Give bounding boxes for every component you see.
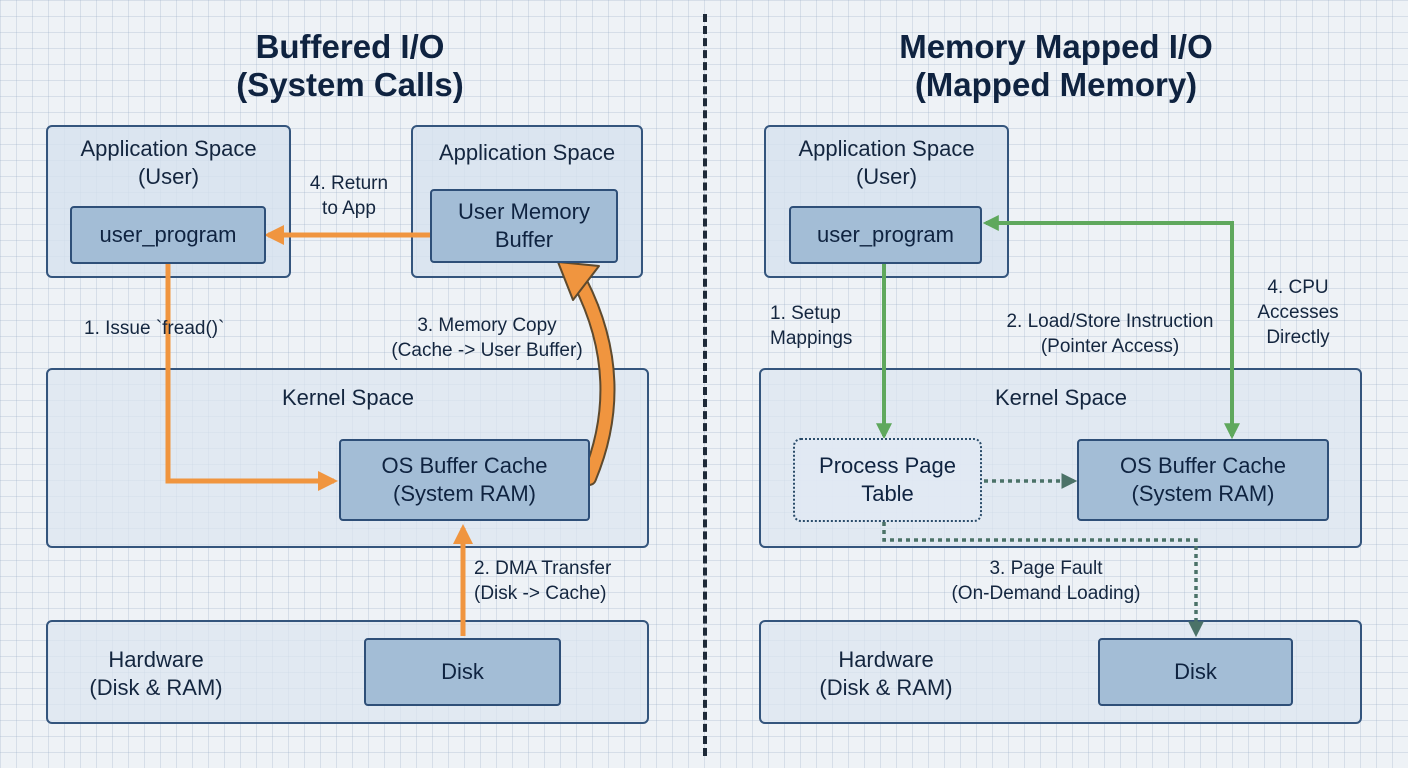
left-kernel-space-label: Kernel Space	[281, 385, 415, 410]
arrow-issue-fread	[165, 263, 338, 491]
label-setup-mappings: 1. Setup Mappings	[770, 303, 853, 349]
section-divider	[703, 14, 707, 756]
arrow-memory-copy-head	[557, 261, 600, 301]
label-page-fault: 3. Page Fault (On-Demand Loading)	[951, 558, 1141, 604]
right-kernel-space-label: Kernel Space	[994, 385, 1128, 410]
left-disk-node: Disk	[364, 638, 561, 706]
process-page-table-node: Process Page Table	[793, 438, 982, 522]
label-cpu-access: 4. CPU Accesses Directly	[1257, 277, 1339, 348]
right-os-buffer-cache-node: OS Buffer Cache (System RAM)	[1077, 439, 1329, 521]
title-buffered-io: Buffered I/O (System Calls)	[236, 28, 464, 103]
right-app-space-user-label: Application Space (User)	[798, 136, 975, 189]
right-user-program-node: user_program	[789, 206, 982, 264]
right-disk-node: Disk	[1098, 638, 1293, 706]
right-hardware-label: Hardware (Disk & RAM)	[819, 647, 953, 700]
title-memory-mapped-io: Memory Mapped I/O (Mapped Memory)	[899, 28, 1213, 103]
label-load-store: 2. Load/Store Instruction (Pointer Acces…	[1006, 311, 1214, 357]
label-dma-transfer: 2. DMA Transfer (Disk -> Cache)	[474, 558, 612, 604]
label-return-to-app: 4. Return to App	[309, 173, 389, 219]
left-hardware-label: Hardware (Disk & RAM)	[89, 647, 223, 700]
left-os-buffer-cache-node: OS Buffer Cache (System RAM)	[339, 439, 590, 521]
label-issue-fread: 1. Issue `fread()`	[84, 318, 225, 339]
left-user-program-node: user_program	[70, 206, 266, 264]
arrow-page-fault	[882, 522, 1204, 638]
arrow-cpu-access-to-program	[982, 215, 1234, 374]
user-memory-buffer-node: User Memory Buffer	[430, 189, 618, 263]
left-app-space-user-label: Application Space (User)	[80, 136, 257, 189]
label-memory-copy: 3. Memory Copy (Cache -> User Buffer)	[391, 315, 583, 361]
left-app-space-label: Application Space	[438, 140, 616, 165]
